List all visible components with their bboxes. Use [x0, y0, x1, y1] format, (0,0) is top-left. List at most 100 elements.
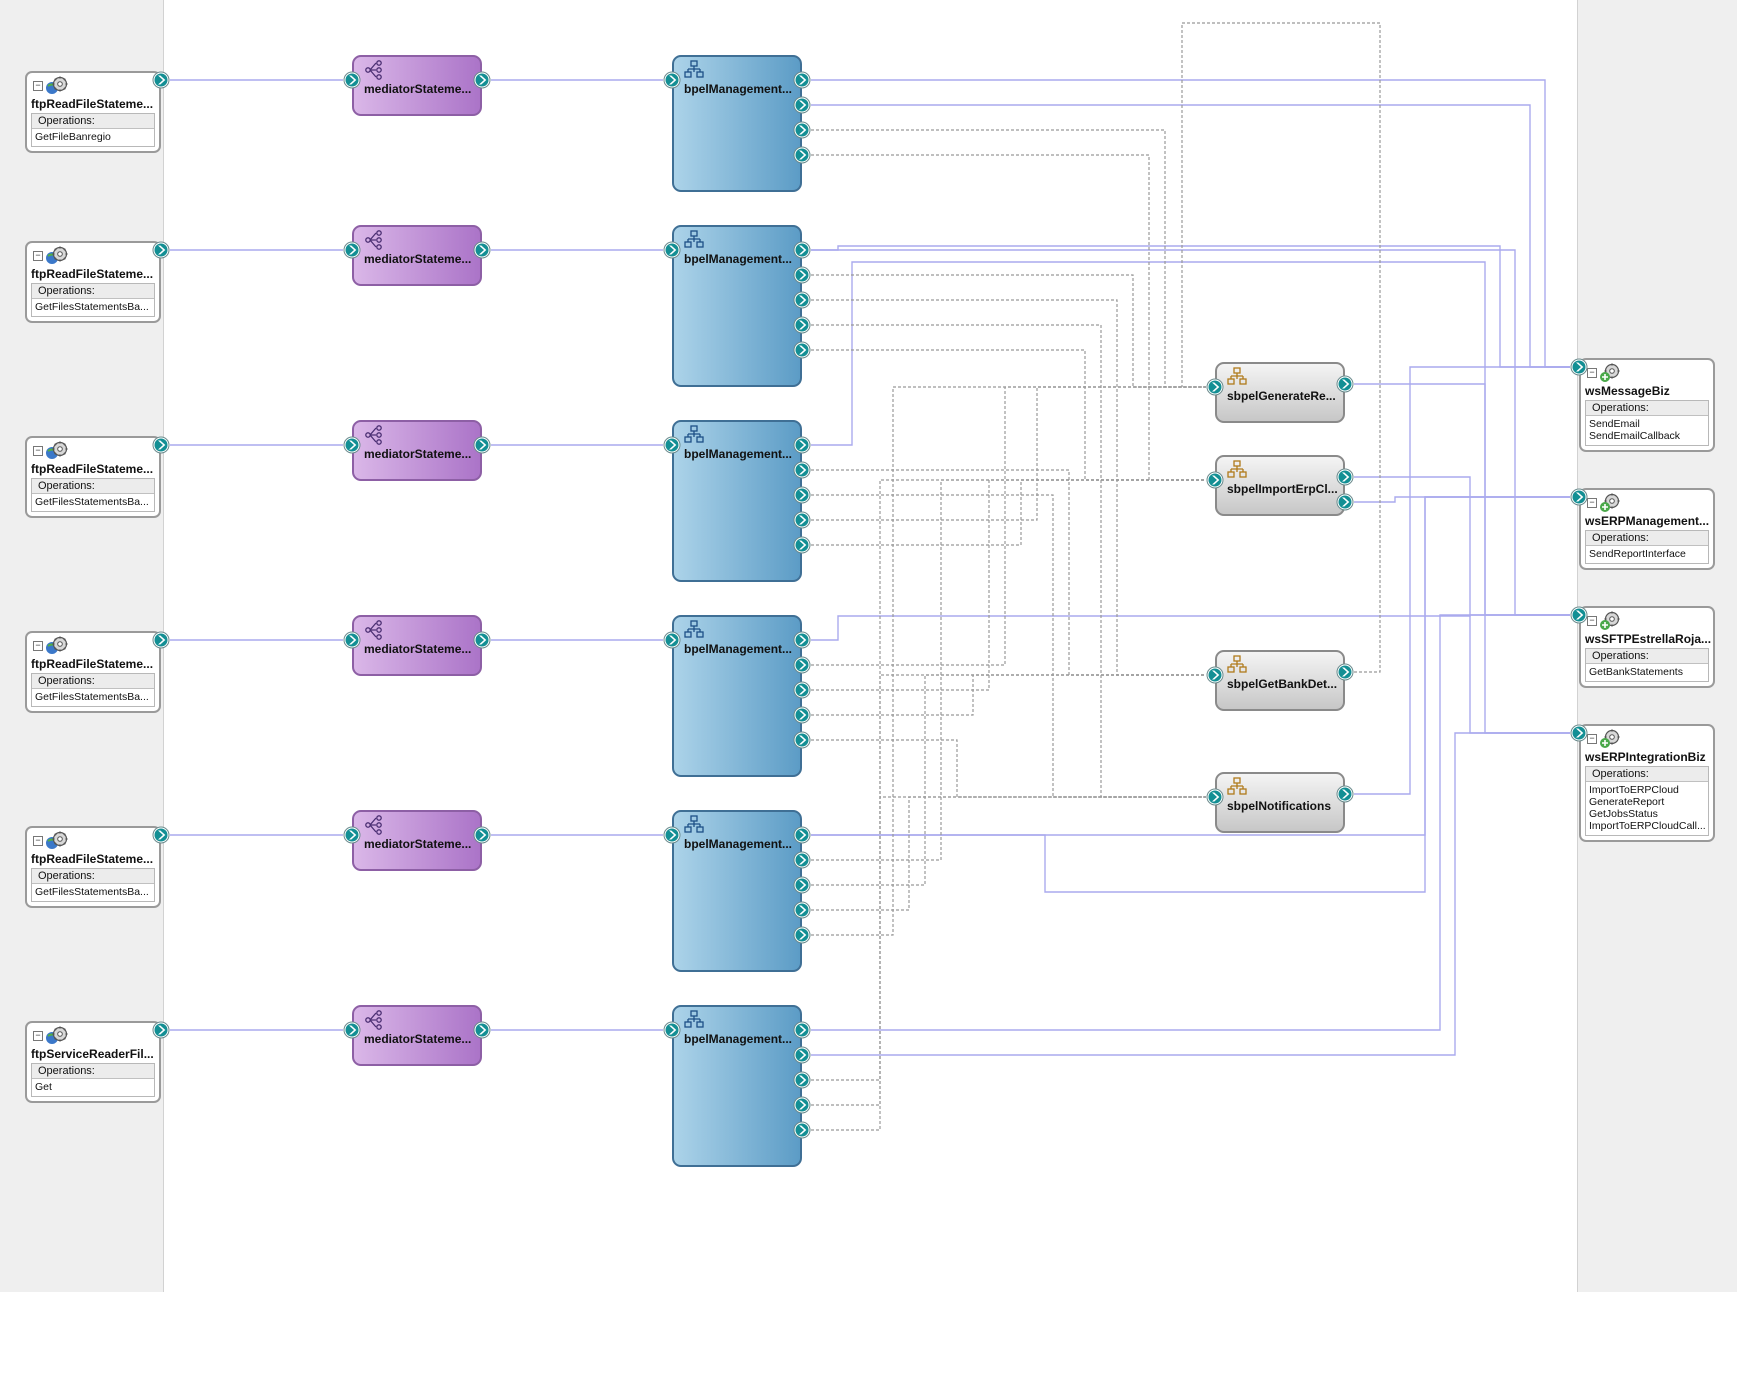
operation-item[interactable]: GetFileBanregio	[35, 131, 111, 143]
bpel-reference-port[interactable]	[793, 146, 811, 164]
collapse-icon[interactable]: −	[33, 81, 43, 91]
bpel-component-5[interactable]: bpelManagement...	[672, 810, 802, 972]
reference-port[interactable]	[1570, 358, 1588, 376]
mediator-component-1[interactable]: mediatorStateme...	[352, 55, 482, 116]
bpel-reference-port[interactable]	[793, 731, 811, 749]
mediator-reference-port[interactable]	[473, 1021, 491, 1039]
operation-item[interactable]: ImportToERPCloudCall...	[1589, 820, 1706, 832]
subprocess-reference-port[interactable]	[1336, 785, 1354, 803]
bpel-reference-port[interactable]	[793, 266, 811, 284]
collapse-icon[interactable]: −	[33, 251, 43, 261]
operation-item[interactable]: Get	[35, 1081, 52, 1093]
bpel-component-1[interactable]: bpelManagement...	[672, 55, 802, 192]
service-port[interactable]	[152, 826, 170, 844]
bpel-reference-port[interactable]	[793, 631, 811, 649]
subprocess-reference-port[interactable]	[1336, 493, 1354, 511]
operation-item[interactable]: SendEmailCallback	[1589, 430, 1681, 442]
bpel-service-port[interactable]	[663, 71, 681, 89]
bpel-reference-port[interactable]	[793, 291, 811, 309]
subprocess-reference-port[interactable]	[1336, 663, 1354, 681]
subprocess-component-4[interactable]: sbpelNotifications	[1215, 772, 1345, 833]
collapse-icon[interactable]: −	[1587, 368, 1597, 378]
operation-item[interactable]: GetFilesStatementsBa...	[35, 496, 149, 508]
operation-item[interactable]: GetJobsStatus	[1589, 808, 1658, 820]
bpel-reference-port[interactable]	[793, 1096, 811, 1114]
mediator-component-6[interactable]: mediatorStateme...	[352, 1005, 482, 1066]
collapse-icon[interactable]: −	[33, 446, 43, 456]
bpel-reference-port[interactable]	[793, 826, 811, 844]
subprocess-service-port[interactable]	[1206, 471, 1224, 489]
reference-port[interactable]	[1570, 606, 1588, 624]
mediator-service-port[interactable]	[343, 1021, 361, 1039]
exposed-service-3[interactable]: −ftpReadFileStateme...Operations:GetFile…	[25, 436, 161, 518]
operation-item[interactable]: SendReportInterface	[1589, 548, 1686, 560]
bpel-reference-port[interactable]	[793, 901, 811, 919]
operation-item[interactable]: GetFilesStatementsBa...	[35, 886, 149, 898]
operation-item[interactable]: GetFilesStatementsBa...	[35, 691, 149, 703]
bpel-reference-port[interactable]	[793, 1046, 811, 1064]
bpel-reference-port[interactable]	[793, 71, 811, 89]
subprocess-service-port[interactable]	[1206, 378, 1224, 396]
operation-item[interactable]: GenerateReport	[1589, 796, 1665, 808]
bpel-service-port[interactable]	[663, 1021, 681, 1039]
external-reference-2[interactable]: −wsERPManagement...Operations:SendReport…	[1579, 488, 1715, 570]
mediator-service-port[interactable]	[343, 71, 361, 89]
bpel-reference-port[interactable]	[793, 436, 811, 454]
mediator-reference-port[interactable]	[473, 826, 491, 844]
reference-port[interactable]	[1570, 724, 1588, 742]
external-reference-3[interactable]: −wsSFTPEstrellaRoja...Operations:GetBank…	[1579, 606, 1715, 688]
exposed-service-6[interactable]: −ftpServiceReaderFil...Operations:Get	[25, 1021, 161, 1103]
mediator-component-5[interactable]: mediatorStateme...	[352, 810, 482, 871]
collapse-icon[interactable]: −	[33, 1031, 43, 1041]
bpel-reference-port[interactable]	[793, 461, 811, 479]
mediator-component-3[interactable]: mediatorStateme...	[352, 420, 482, 481]
operation-item[interactable]: GetFilesStatementsBa...	[35, 301, 149, 313]
bpel-reference-port[interactable]	[793, 1021, 811, 1039]
mediator-service-port[interactable]	[343, 631, 361, 649]
bpel-service-port[interactable]	[663, 631, 681, 649]
exposed-service-2[interactable]: −ftpReadFileStateme...Operations:GetFile…	[25, 241, 161, 323]
service-port[interactable]	[152, 631, 170, 649]
bpel-reference-port[interactable]	[793, 926, 811, 944]
subprocess-service-port[interactable]	[1206, 788, 1224, 806]
mediator-service-port[interactable]	[343, 436, 361, 454]
bpel-reference-port[interactable]	[793, 511, 811, 529]
bpel-reference-port[interactable]	[793, 241, 811, 259]
subprocess-reference-port[interactable]	[1336, 375, 1354, 393]
service-port[interactable]	[152, 71, 170, 89]
bpel-reference-port[interactable]	[793, 681, 811, 699]
mediator-reference-port[interactable]	[473, 71, 491, 89]
bpel-reference-port[interactable]	[793, 1121, 811, 1139]
subprocess-reference-port[interactable]	[1336, 468, 1354, 486]
mediator-component-4[interactable]: mediatorStateme...	[352, 615, 482, 676]
operation-item[interactable]: GetBankStatements	[1589, 666, 1683, 678]
bpel-reference-port[interactable]	[793, 536, 811, 554]
bpel-service-port[interactable]	[663, 241, 681, 259]
bpel-service-port[interactable]	[663, 826, 681, 844]
bpel-component-4[interactable]: bpelManagement...	[672, 615, 802, 777]
bpel-reference-port[interactable]	[793, 1071, 811, 1089]
mediator-reference-port[interactable]	[473, 631, 491, 649]
mediator-component-2[interactable]: mediatorStateme...	[352, 225, 482, 286]
bpel-service-port[interactable]	[663, 436, 681, 454]
bpel-reference-port[interactable]	[793, 876, 811, 894]
bpel-reference-port[interactable]	[793, 96, 811, 114]
service-port[interactable]	[152, 241, 170, 259]
collapse-icon[interactable]: −	[1587, 734, 1597, 744]
bpel-component-6[interactable]: bpelManagement...	[672, 1005, 802, 1167]
reference-port[interactable]	[1570, 488, 1588, 506]
mediator-reference-port[interactable]	[473, 241, 491, 259]
bpel-reference-port[interactable]	[793, 656, 811, 674]
mediator-reference-port[interactable]	[473, 436, 491, 454]
bpel-reference-port[interactable]	[793, 341, 811, 359]
collapse-icon[interactable]: −	[33, 641, 43, 651]
exposed-service-4[interactable]: −ftpReadFileStateme...Operations:GetFile…	[25, 631, 161, 713]
subprocess-service-port[interactable]	[1206, 666, 1224, 684]
bpel-reference-port[interactable]	[793, 486, 811, 504]
operation-item[interactable]: ImportToERPCloud	[1589, 784, 1679, 796]
collapse-icon[interactable]: −	[33, 836, 43, 846]
subprocess-component-3[interactable]: sbpelGetBankDet...	[1215, 650, 1345, 711]
subprocess-component-2[interactable]: sbpelImportErpCl...	[1215, 455, 1345, 516]
